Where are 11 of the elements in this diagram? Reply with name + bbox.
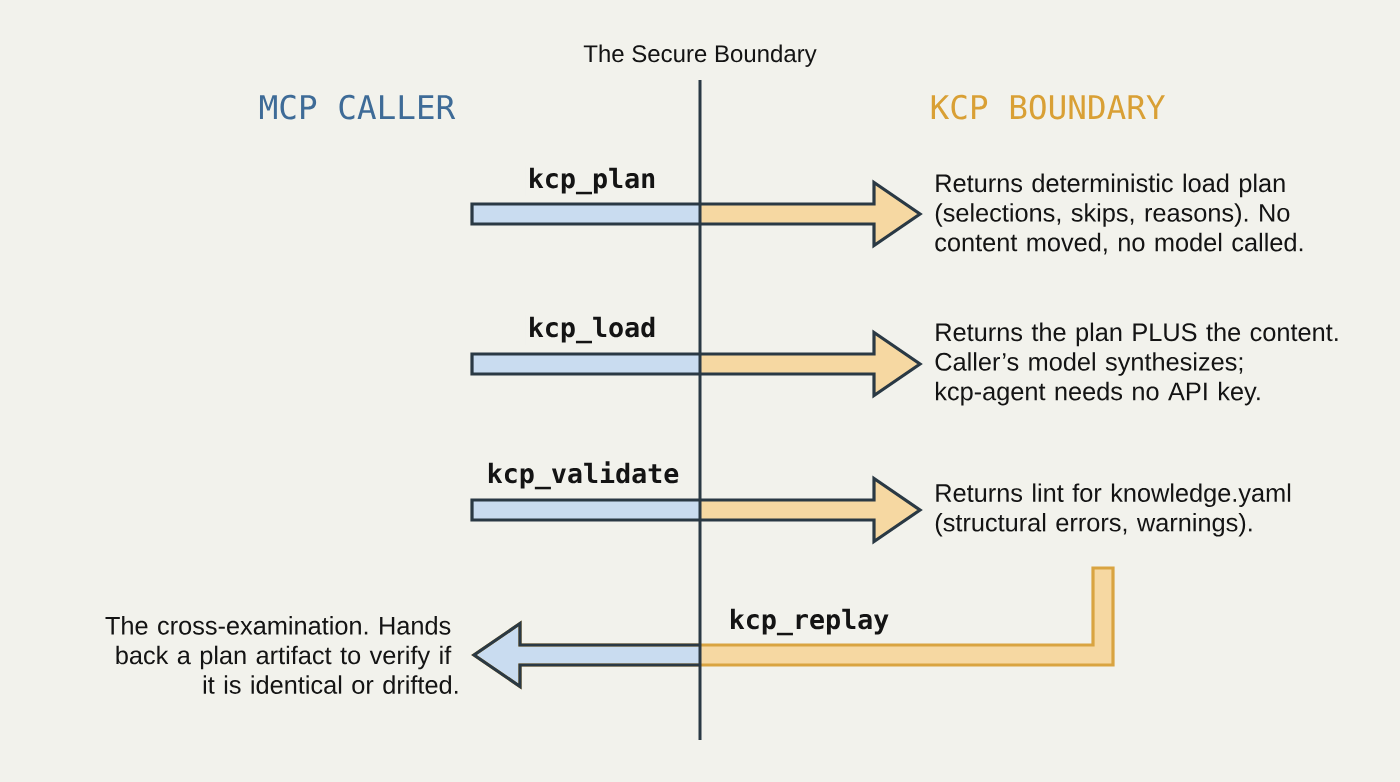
description-text: Returns deterministic load plan (selections, skips, reasons). No content moved, no model called. [935,173,1303,255]
edge-label: kcp_plan [525,165,659,197]
edge-label: kcp_replay [726,606,892,638]
description-text: Returns lint for knowledge.yaml (structural errors, warnings). [935,483,1291,537]
column-heading: KCP BOUNDARY [931,94,1165,120]
edge-label: kcp_load [525,314,659,346]
edge-label: kcp_validate [484,459,682,492]
description-text: Returns the plan PLUS the content. Caller’s model synthesizes; kcp-agent needs no API key. [935,322,1338,406]
title: The Secure Boundary [583,44,817,67]
column-heading: MCP CALLER [260,94,456,120]
description-text: The cross-examination. Hands back a plan artifact to verify if it is identical or drifted. [105,616,458,694]
